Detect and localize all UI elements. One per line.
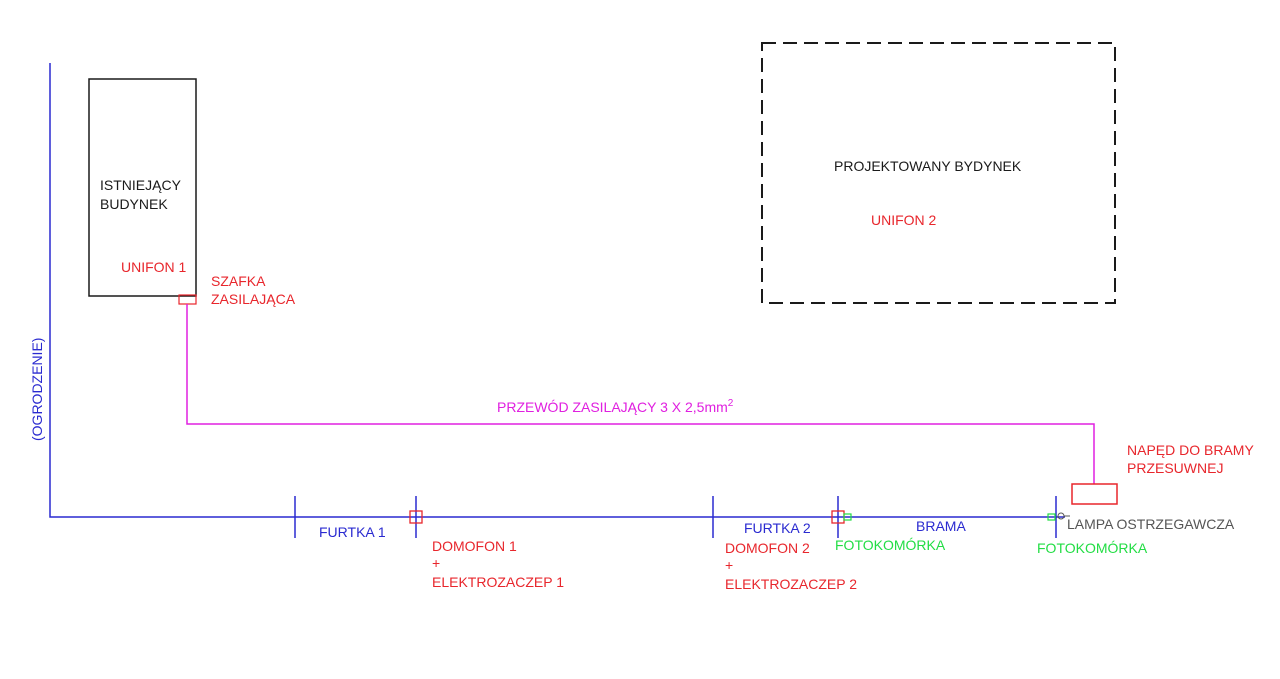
gate-drive-label-2: PRZESUWNEJ <box>1127 460 1223 476</box>
warning-lamp-label: LAMPA OSTRZEGAWCZA <box>1067 516 1235 532</box>
intercom-1-plus: + <box>432 555 440 571</box>
intercom-1-label-2: ELEKTROZACZEP 1 <box>432 574 564 590</box>
fence-label: (OGRODZENIE) <box>29 338 45 441</box>
existing-building-label-1: ISTNIEJĄCY <box>100 177 182 193</box>
gate-drive <box>1071 483 1118 505</box>
intercom-2-label-2: ELEKTROZACZEP 2 <box>725 576 857 592</box>
photocell-1-symbol <box>843 513 852 521</box>
unifon-1-label: UNIFON 1 <box>121 259 187 275</box>
power-cable-label: PRZEWÓD ZASILAJĄCY 3 X 2,5mm2 <box>497 398 734 415</box>
wicket-2-label: FURTKA 2 <box>744 520 811 536</box>
intercom-2-plus: + <box>725 557 733 573</box>
warning-lamp-symbol <box>1057 512 1065 520</box>
power-cable <box>186 304 1095 484</box>
photocell-1-label: FOTOKOMÓRKA <box>835 537 946 553</box>
cabinet-label-2: ZASILAJĄCA <box>211 291 296 307</box>
gate-label: BRAMA <box>916 518 966 534</box>
existing-building-label-2: BUDYNEK <box>100 196 168 212</box>
projected-building-label: PROJEKTOWANY BYDYNEK <box>834 158 1022 174</box>
fence-line <box>49 63 1065 518</box>
existing-building <box>88 78 197 297</box>
wicket-1-label: FURTKA 1 <box>319 524 386 540</box>
photocell-2-label: FOTOKOMÓRKA <box>1037 540 1148 556</box>
photocell-2-symbol <box>1047 513 1056 521</box>
projected-building <box>761 42 1116 304</box>
intercom-1-symbol <box>409 510 423 524</box>
intercom-1-label-1: DOMOFON 1 <box>432 538 517 554</box>
cabinet-label-1: SZAFKA <box>211 273 266 289</box>
unifon-2-label: UNIFON 2 <box>871 212 937 228</box>
gate-drive-label-1: NAPĘD DO BRAMY <box>1127 442 1254 458</box>
intercom-2-label-1: DOMOFON 2 <box>725 540 810 556</box>
